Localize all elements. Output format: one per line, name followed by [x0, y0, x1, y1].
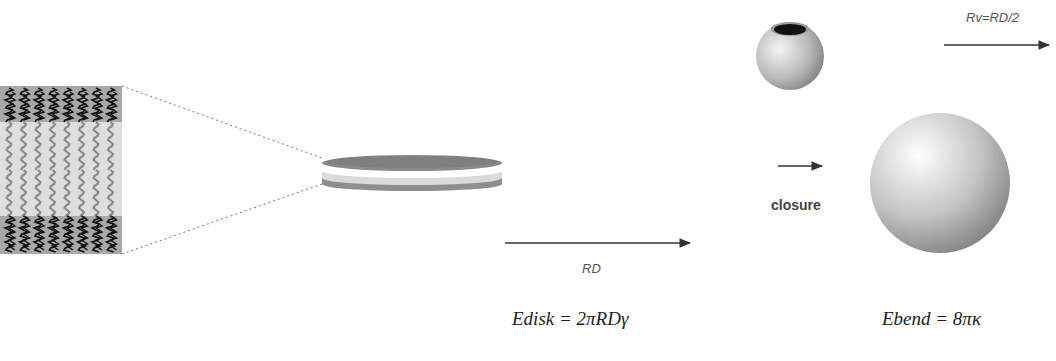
lipid-chain	[111, 218, 117, 250]
lipid-chain	[108, 122, 113, 170]
lipid-chain	[38, 92, 44, 120]
guide-line	[122, 184, 322, 254]
lipid-chain	[24, 218, 30, 250]
lipid-chain	[111, 92, 117, 120]
lipid-chain	[20, 88, 28, 122]
lipid-chain	[63, 88, 71, 122]
energy-equation: Edisk = 2πRDγ	[512, 308, 628, 330]
bilayer-disk	[322, 155, 502, 191]
lipid-chain	[96, 218, 102, 250]
lipid-chain	[50, 170, 55, 216]
lipid-chain	[92, 88, 100, 122]
lipid-chain	[53, 92, 59, 120]
guide-line	[122, 86, 322, 158]
lipid-chain	[82, 92, 88, 120]
radius-arrow	[944, 44, 1049, 45]
lipid-chain	[94, 122, 99, 170]
lipid-chain	[108, 170, 113, 216]
lipid-chain	[107, 88, 115, 122]
lipid-chain	[38, 218, 44, 250]
closed-vesicle	[870, 113, 1010, 253]
lipid-chain	[79, 170, 84, 216]
lipid-chain	[65, 122, 70, 170]
dimension-label: RD	[582, 261, 601, 276]
closure-arrow	[778, 165, 822, 166]
lipid-chain	[53, 218, 59, 250]
lipid-chain	[36, 122, 41, 170]
lipid-chain	[21, 122, 26, 170]
lipid-chain	[7, 170, 12, 216]
lipid-chain	[36, 170, 41, 216]
bilayer-section	[0, 86, 122, 254]
radius-arrow	[505, 242, 690, 243]
lipid-chain	[79, 122, 84, 170]
dimension-label: Rv=RD/2	[966, 10, 1019, 25]
lipid-chain	[49, 88, 57, 122]
lipid-chain	[82, 218, 88, 250]
lipid-chain	[65, 170, 70, 216]
lipid-chain	[5, 88, 13, 122]
lipid-chain	[9, 218, 15, 250]
lipid-chain	[9, 92, 15, 120]
lipid-chain	[50, 122, 55, 170]
lipid-chain	[94, 170, 99, 216]
lipid-chain	[78, 88, 86, 122]
step-label: closure	[771, 197, 821, 213]
lipid-chain	[67, 92, 73, 120]
lipid-chain	[67, 218, 73, 250]
open-vesicle	[756, 22, 824, 90]
lipid-chain	[7, 122, 12, 170]
lipid-chain	[96, 92, 102, 120]
lipid-chain	[34, 88, 42, 122]
lipid-chain	[21, 170, 26, 216]
lipid-chain	[24, 92, 30, 120]
energy-equation: Ebend = 8πκ	[882, 308, 981, 330]
